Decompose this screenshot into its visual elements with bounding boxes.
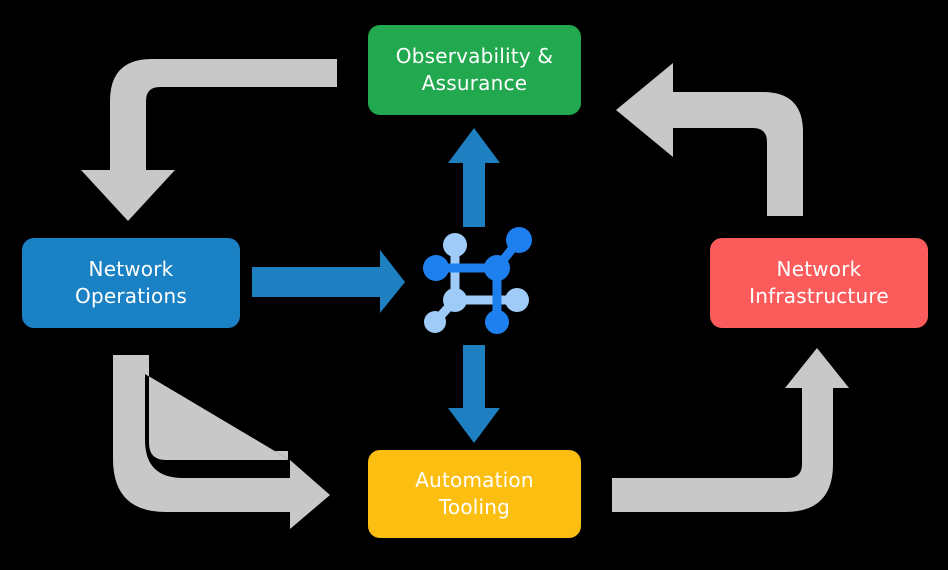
node-observability-and-assurance[interactable]: Observability & Assurance (368, 25, 581, 115)
network-icon-links (430, 235, 524, 327)
node-network-infrastructure[interactable]: Network Infrastructure (710, 238, 928, 328)
arrow-netops-to-center (252, 250, 405, 313)
node-automation-tooling[interactable]: Automation Tooling (368, 450, 581, 538)
arrow-automation-to-netinfra (612, 348, 849, 512)
arrow-netinfra-to-observability (616, 63, 803, 216)
arrow-netops-to-automation-shape (113, 355, 330, 529)
arrow-center-to-automation (448, 345, 500, 443)
arrow-netops-to-automation-body (113, 355, 288, 460)
node-network-operations[interactable]: Network Operations (22, 238, 240, 328)
arrow-center-to-observability (448, 128, 500, 227)
arrow-netops-to-automation (113, 355, 288, 459)
network-icon-nodes (423, 227, 532, 334)
arrow-observability-to-netops (81, 59, 337, 221)
